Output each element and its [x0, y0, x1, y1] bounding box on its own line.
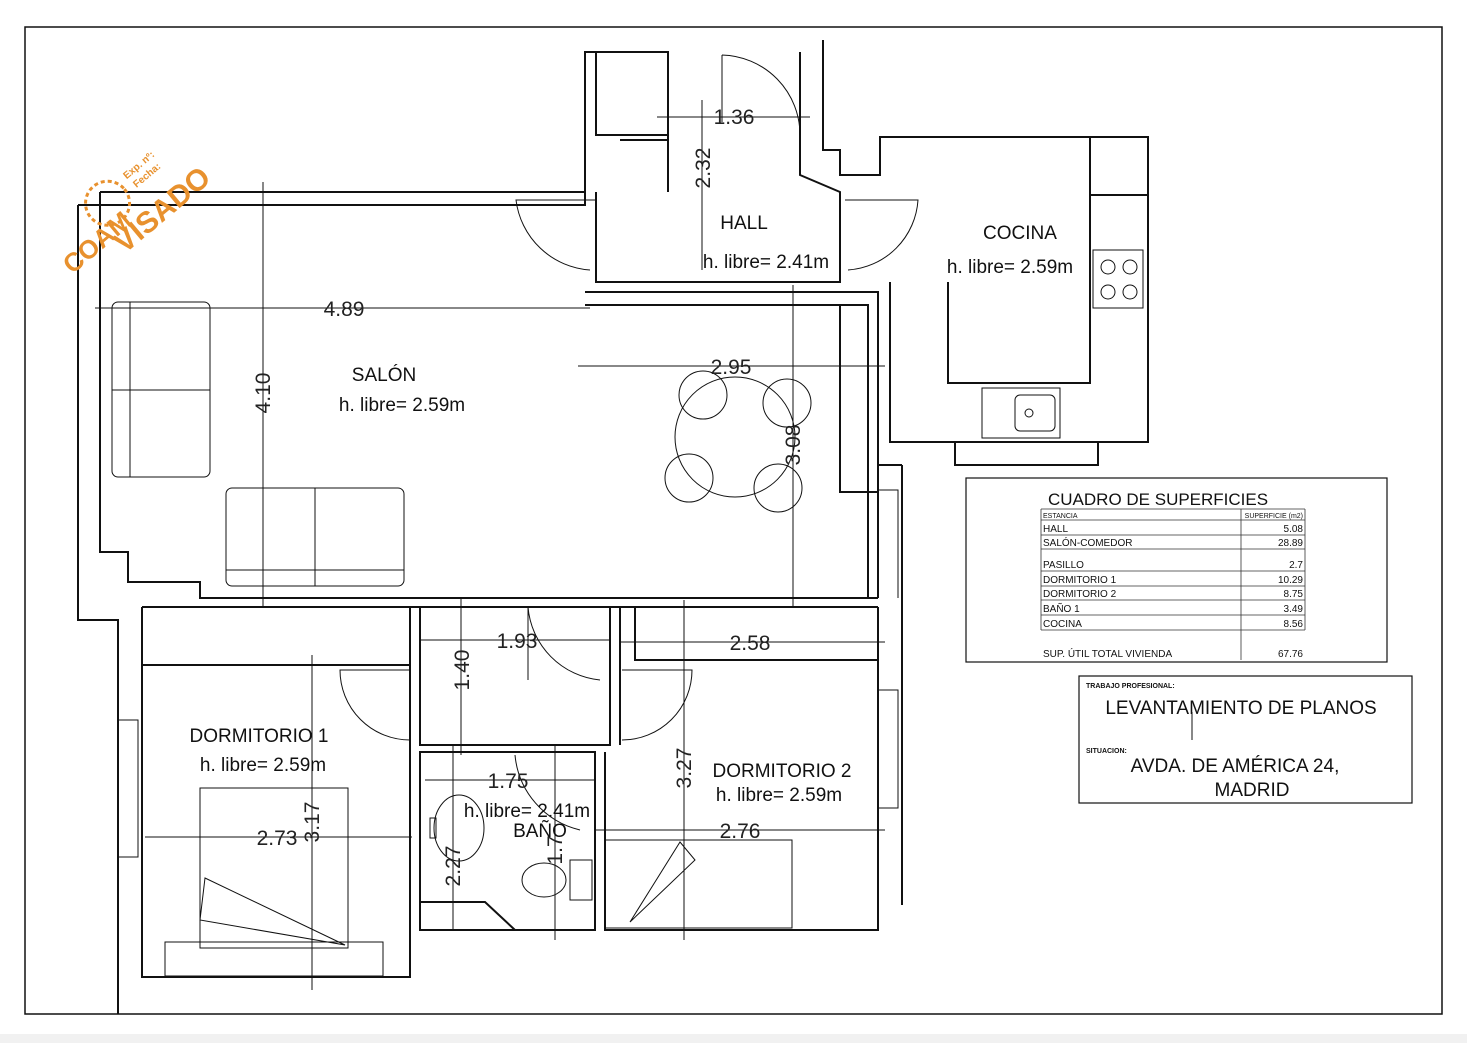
dim-pasillo-height: 1.40 [451, 650, 474, 691]
dim-dorm2-width: 2.76 [720, 820, 761, 843]
total-value: 67.76 [1278, 649, 1303, 660]
doors [339, 54, 919, 831]
furniture [111, 249, 1144, 977]
dim-dorm2-height: 3.27 [673, 748, 696, 789]
row-room: DORMITORIO 2 [1043, 589, 1117, 600]
bed-2 [604, 839, 793, 929]
stove-icon [1092, 249, 1144, 309]
row-room: DORMITORIO 1 [1043, 575, 1117, 586]
work-label: TRABAJO PROFESIONAL: [1086, 683, 1175, 690]
dim-comedor-height: 3.08 [782, 425, 805, 466]
dim-salon-width: 4.89 [324, 298, 365, 321]
room-salon-height: h. libre= 2.59m [339, 395, 465, 416]
title-block: TRABAJO PROFESIONAL: LEVANTAMIENTO DE PL… [1078, 675, 1413, 804]
work-title: LEVANTAMIENTO DE PLANOS [1105, 698, 1376, 719]
dim-bano-height-2: 1.7 [544, 835, 567, 864]
dim-pasillo-width: 1.93 [497, 630, 538, 653]
kitchen-sink-icon [981, 387, 1061, 439]
table-title: CUADRO DE SUPERFICIES [1048, 490, 1268, 509]
dim-hall-width: 1.36 [714, 106, 755, 129]
room-dorm1-name: DORMITORIO 1 [190, 726, 329, 747]
room-bano-name: BAÑO [513, 820, 567, 842]
row-room: HALL [1043, 524, 1068, 535]
dim-salon-height: 4.10 [252, 373, 275, 414]
row-area: 28.89 [1278, 538, 1303, 549]
dim-hall-height: 2.32 [692, 148, 715, 189]
laurel-emblem-icon [84, 179, 132, 227]
row-area: 10.29 [1278, 575, 1303, 586]
toilet-icon [569, 859, 593, 901]
room-salon-name: SALÓN [352, 364, 416, 386]
dimension-lines [95, 100, 885, 990]
room-hall-height: h. libre= 2.41m [703, 252, 829, 273]
row-room: PASILLO [1043, 560, 1084, 571]
col-room-header: ESTANCIA [1043, 513, 1078, 520]
room-hall-name: HALL [720, 213, 768, 234]
room-cocina-name: COCINA [983, 223, 1057, 244]
row-room: SALÓN-COMEDOR [1043, 536, 1132, 549]
surface-table: CUADRO DE SUPERFICIES ESTANCIA SUPERFICI… [965, 477, 1388, 663]
row-room: COCINA [1043, 619, 1082, 630]
dining-table [674, 376, 796, 498]
bed-1 [199, 787, 349, 949]
row-area: 5.08 [1284, 524, 1304, 535]
row-area: 8.75 [1284, 589, 1304, 600]
row-room: BAÑO 1 [1043, 602, 1080, 615]
location-line-2: MADRID [1215, 780, 1290, 801]
dim-bano-width: 1.75 [488, 770, 529, 793]
total-label: SUP. ÚTIL TOTAL VIVIENDA [1043, 647, 1172, 660]
coam-visado-stamp: COAM VISADO Exp. nº: Fecha: [57, 149, 217, 279]
dim-dorm1-width: 2.73 [257, 827, 298, 850]
location-line-1: AVDA. DE AMÉRICA 24, [1131, 756, 1340, 777]
col-area-header: SUPERFICIE (m2) [1245, 513, 1303, 520]
room-dorm2-height: h. libre= 2.59m [716, 785, 842, 806]
dim-dorm1-height: 3.17 [301, 802, 324, 843]
room-dorm2-name: DORMITORIO 2 [713, 761, 852, 782]
washbasin-icon [433, 794, 485, 862]
row-area: 8.56 [1284, 619, 1304, 630]
row-area: 3.49 [1284, 604, 1304, 615]
dim-comedor-width: 2.95 [711, 356, 752, 379]
dim-bano-height: 2.27 [442, 846, 465, 887]
location-label: SITUACION: [1086, 748, 1127, 755]
dim-dorm2-top: 2.58 [730, 632, 771, 655]
room-dorm1-height: h. libre= 2.59m [200, 755, 326, 776]
row-area: 2.7 [1289, 560, 1303, 571]
sheet-frame [24, 26, 1443, 1015]
room-cocina-height: h. libre= 2.59m [947, 257, 1073, 278]
walls [77, 40, 1149, 1014]
room-bano-height: h. libre= 2.41m [464, 801, 590, 822]
